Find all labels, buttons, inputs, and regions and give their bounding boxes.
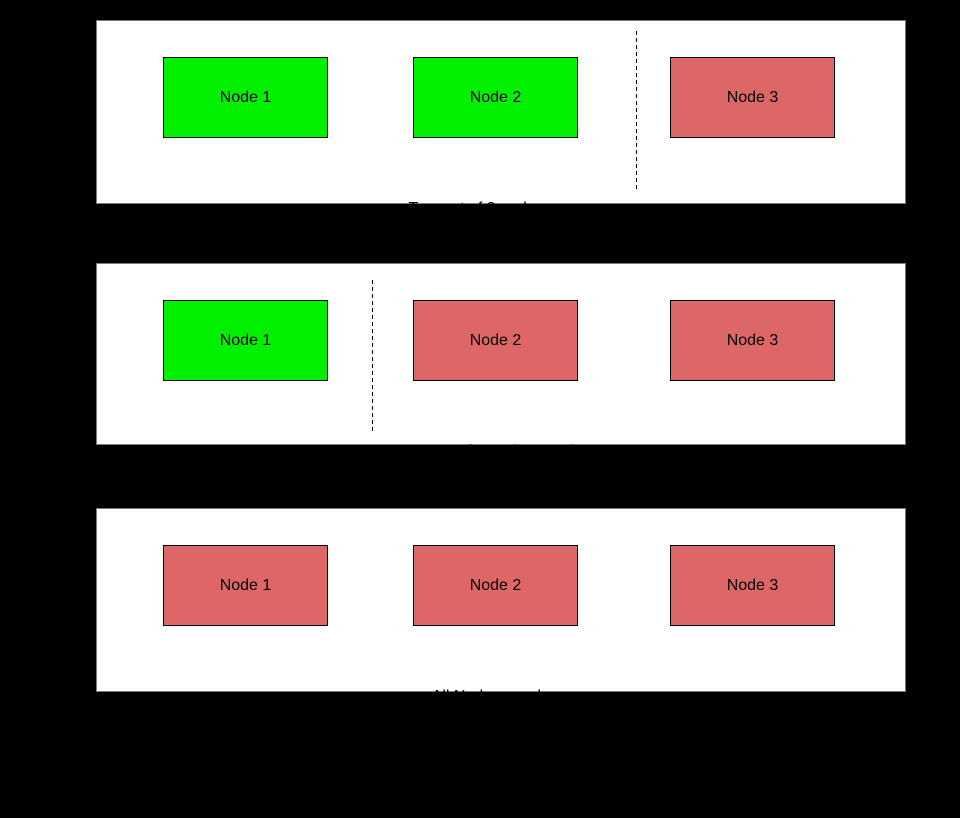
partition-dashed-line bbox=[372, 280, 373, 434]
caption-line-2: Majority Fails & Cluster Stops bbox=[396, 754, 606, 771]
node-box: Node 2 bbox=[413, 300, 578, 381]
node-label: Node 2 bbox=[469, 331, 522, 349]
node-box: Node 2 bbox=[413, 545, 578, 626]
caption-line-1: Two out of 3 nodes are up bbox=[408, 200, 594, 217]
node-label: Node 1 bbox=[219, 576, 272, 594]
node-box: Node 1 bbox=[163, 300, 328, 381]
scenario-panel-two-nodes-up: Node 1 Node 2 Node 3 Two out of 3 nodes … bbox=[96, 20, 906, 283]
node-label: Node 1 bbox=[219, 88, 272, 106]
node-label: Node 3 bbox=[726, 331, 779, 349]
scenario-panel-two-nodes-down: Node 1 Node 2 Node 3 Two out of 3 nodes … bbox=[96, 263, 906, 526]
node-label: Node 3 bbox=[726, 576, 779, 594]
node-box: Node 3 bbox=[670, 545, 835, 626]
caption-line-1: All Nodes are down bbox=[431, 688, 571, 705]
node-box: Node 1 bbox=[163, 57, 328, 138]
caption-line-1: Two out of 3 nodes are down bbox=[398, 443, 604, 460]
scenario-caption: All Nodes are down Majority Fails & Clus… bbox=[97, 642, 905, 818]
scenario-panel-all-nodes-down: Node 1 Node 2 Node 3 All Nodes are down … bbox=[96, 508, 906, 771]
partition-dashed-line bbox=[636, 31, 637, 189]
node-label: Node 2 bbox=[469, 576, 522, 594]
node-box: Node 3 bbox=[670, 300, 835, 381]
node-label: Node 3 bbox=[726, 88, 779, 106]
node-label: Node 2 bbox=[469, 88, 522, 106]
node-box: Node 1 bbox=[163, 545, 328, 626]
node-label: Node 1 bbox=[219, 331, 272, 349]
node-box: Node 2 bbox=[413, 57, 578, 138]
node-box: Node 3 bbox=[670, 57, 835, 138]
